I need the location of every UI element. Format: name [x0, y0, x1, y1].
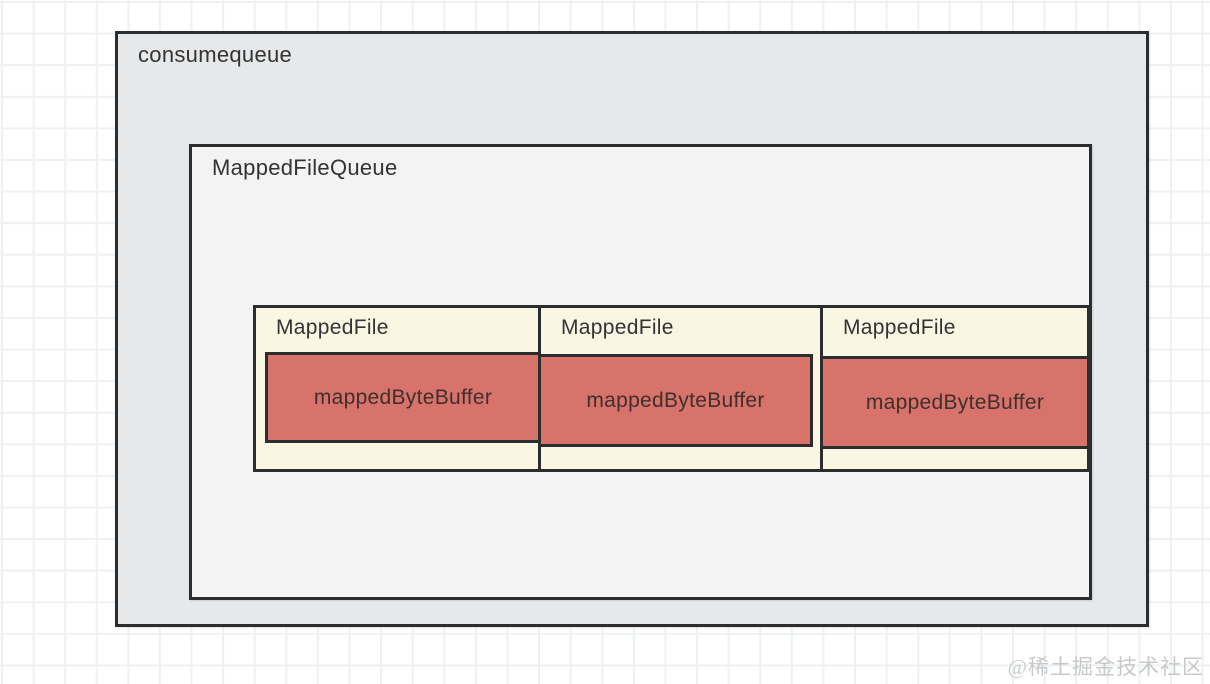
mappedbytebuffer-label-1: mappedByteBuffer	[313, 385, 493, 409]
mappedbytebuffer-box-2: mappedByteBuffer	[538, 354, 813, 447]
mappedbytebuffer-box-1: mappedByteBuffer	[265, 352, 541, 443]
mappedbytebuffer-label-3: mappedByteBuffer	[865, 390, 1045, 414]
consumequeue-label: consumequeue	[138, 42, 293, 67]
watermark: @稀土掘金技术社区	[1007, 655, 1204, 679]
mappedfile-label-3: MappedFile	[843, 316, 956, 339]
mappedbytebuffer-label-2: mappedByteBuffer	[586, 388, 765, 412]
mappedfilequeue-label: MappedFileQueue	[212, 155, 398, 180]
mappedbytebuffer-box-3: mappedByteBuffer	[820, 356, 1090, 449]
mappedfile-label-2: MappedFile	[561, 316, 674, 339]
mappedfile-label-1: MappedFile	[276, 316, 389, 339]
